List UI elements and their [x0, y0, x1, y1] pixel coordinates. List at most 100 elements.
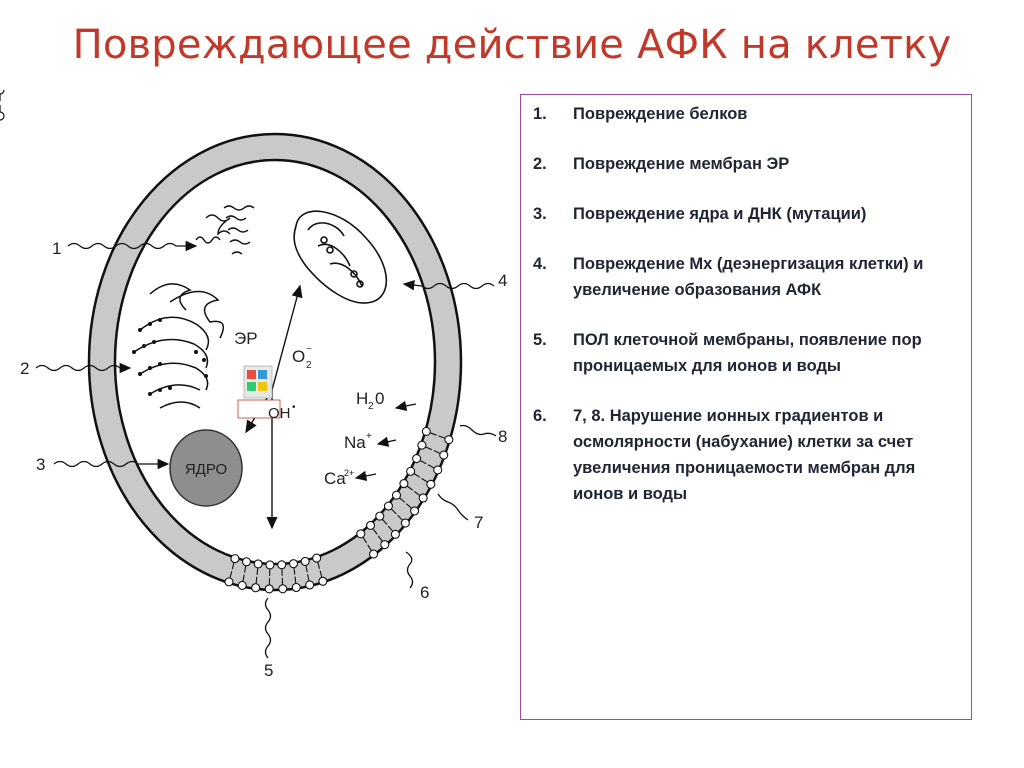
ribosomes — [132, 318, 208, 396]
callout-4: 4 — [498, 271, 507, 290]
lipid-tail — [390, 508, 397, 515]
lipid-head — [365, 520, 376, 530]
lipid-tail — [229, 571, 233, 579]
callout-5: 5 — [264, 661, 273, 680]
lipid-tail — [372, 528, 378, 535]
lipid-tail — [307, 574, 310, 582]
lipid-tail — [405, 503, 412, 509]
svg-text:2: 2 — [306, 360, 312, 371]
lipid-head — [237, 580, 247, 590]
lipid-head — [291, 582, 301, 593]
sodium-label: Na + — [344, 431, 372, 452]
lipid-head — [253, 559, 263, 569]
lipid-head — [426, 479, 436, 489]
lipid-tail — [242, 574, 245, 582]
nucleus — [169, 429, 243, 507]
lipid-tail — [362, 536, 368, 544]
lipid-head — [278, 584, 288, 594]
lipid-head — [417, 440, 427, 450]
lipid-tail — [244, 565, 247, 573]
list-item: 2. Повреждение мембран ЭР — [531, 151, 961, 177]
lipid-head — [439, 450, 449, 460]
lipid-tail — [377, 535, 383, 542]
ion-arrows — [354, 400, 417, 482]
lipid-tail — [397, 514, 403, 521]
lipid-tail — [413, 473, 421, 478]
lipid-tail — [427, 464, 435, 469]
lipid-head — [265, 560, 275, 570]
lipid-tail — [413, 490, 421, 497]
lipid-tail — [419, 459, 427, 465]
list-item-text: ПОЛ клеточной мембраны, появление пор пр… — [573, 331, 922, 375]
list-item: 6. 7, 8. Нарушение ионных градиентов и о… — [531, 403, 961, 507]
lipid-tail — [429, 432, 437, 436]
superoxide-label: O 2 − — [292, 344, 312, 371]
lipid-head — [318, 576, 328, 586]
lipid-head — [418, 493, 428, 503]
lipid-tail — [317, 561, 321, 569]
lipid-tail — [255, 576, 258, 584]
list-item: 3. Повреждение ядра и ДНК (мутации) — [531, 201, 961, 227]
callout-8: 8 — [498, 427, 507, 446]
cell-diagram-svg: ЯДРО ЭР O 2 − OH • H 2 0 Na + Ca 2+ — [0, 85, 507, 680]
lipid-head — [230, 554, 240, 564]
damage-list: 1. Повреждение белков 2. Повреждение мем… — [531, 101, 961, 531]
list-item: 4. Повреждение Мх (деэнергизация клетки)… — [531, 251, 961, 303]
lipid-head — [421, 426, 431, 436]
list-item-text: Повреждение белков — [573, 105, 748, 123]
callout-7: 7 — [474, 513, 483, 532]
nucleus-label: ЯДРО — [185, 461, 227, 478]
lipid-tail — [381, 518, 388, 525]
mitochondrion — [293, 210, 388, 304]
lipid-tail — [433, 450, 441, 454]
cell-diagram: ЯДРО ЭР O 2 − OH • H 2 0 Na + Ca 2+ — [0, 85, 520, 690]
svg-text:2: 2 — [368, 401, 374, 412]
lipid-head — [356, 529, 366, 539]
lipid-head — [251, 583, 261, 593]
lipid-tail — [294, 576, 297, 584]
svg-text:OH: OH — [268, 405, 291, 422]
lipid-tail — [399, 497, 406, 503]
svg-text:H: H — [356, 389, 368, 408]
calcium-label: Ca 2+ — [324, 468, 354, 488]
list-item-text: Повреждение Мх (деэнергизация клетки) и … — [573, 255, 924, 299]
damage-list-panel: 1. Повреждение белков 2. Повреждение мем… — [520, 94, 972, 720]
callout-numbers: 1 2 3 4 5 6 7 8 — [20, 239, 507, 680]
callout-lines — [35, 240, 497, 659]
lipid-tail — [438, 435, 446, 439]
lipid-tail — [256, 567, 259, 575]
lipid-tail — [367, 544, 372, 551]
lipid-head — [300, 556, 310, 566]
lipid-head — [264, 584, 274, 594]
protein-coils — [195, 205, 255, 255]
lipid-head — [369, 549, 379, 559]
lipid-head — [312, 553, 322, 563]
lipid-head — [383, 501, 393, 511]
callout-2: 2 — [20, 359, 29, 378]
lipid-head — [412, 454, 422, 464]
lipid-head — [444, 435, 454, 445]
callout-3: 3 — [36, 455, 45, 474]
er-label: ЭР — [234, 329, 258, 348]
list-item-number: 6. — [533, 407, 547, 425]
water-label: H 2 0 — [356, 389, 384, 412]
lipid-head — [375, 511, 385, 521]
svg-text:0: 0 — [375, 389, 384, 408]
svg-text:Na: Na — [344, 433, 366, 452]
lipid-tail — [425, 446, 433, 451]
lipid-head — [391, 490, 402, 500]
lipid-head — [288, 559, 299, 569]
lipid-head — [305, 580, 315, 590]
lipid-head — [433, 465, 443, 475]
callout-1: 1 — [52, 239, 61, 258]
svg-text:+: + — [366, 431, 372, 442]
lipid-tail — [293, 567, 296, 575]
list-item: 1. Повреждение белков — [531, 101, 961, 127]
watermark-badge — [237, 365, 281, 419]
lipid-head — [380, 540, 390, 550]
endoplasmic-reticulum — [133, 283, 225, 409]
lipid-head — [406, 466, 416, 476]
list-item-number: 2. — [533, 155, 547, 173]
hydroxyl-label: OH • — [268, 402, 296, 422]
list-item-number: 1. — [533, 105, 547, 123]
